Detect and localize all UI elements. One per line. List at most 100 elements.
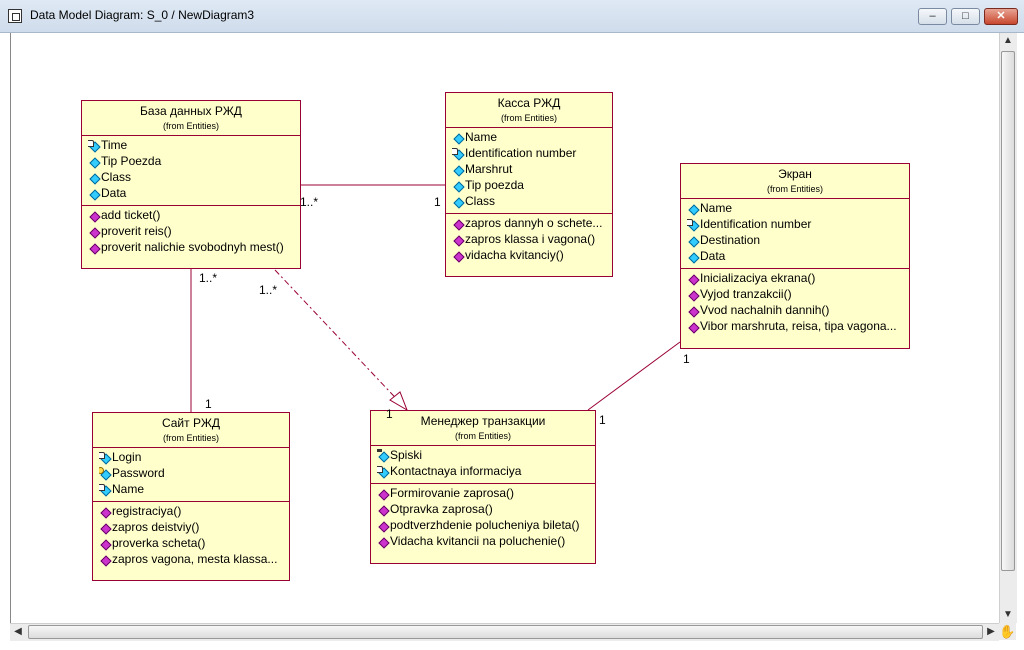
operation-row[interactable]: Formirovanie zaprosa() (377, 485, 595, 501)
attributes-section: Name Identification number Destination D… (681, 199, 909, 269)
scroll-right-icon[interactable]: ▶ (987, 626, 995, 637)
operations-section: add ticket() proverit reis() proverit na… (82, 206, 300, 259)
operation-row[interactable]: proverit nalichie svobodnyh mest() (88, 239, 300, 255)
public-operation-icon (99, 555, 112, 567)
public-operation-icon (377, 505, 390, 517)
class-name: Касса РЖД (497, 96, 561, 110)
class-package: (from Entities) (162, 121, 219, 131)
multiplicity-label: 1 (599, 413, 606, 427)
operation-row[interactable]: Vibor marshruta, reisa, tipa vagona... (687, 318, 909, 334)
attribute-row[interactable]: Spiski (377, 447, 595, 463)
class-header: Экран (from Entities) (681, 164, 909, 199)
key-attribute-icon (99, 466, 112, 481)
class-baza-dannyh[interactable]: База данных РЖД (from Entities) Time Tip… (81, 100, 301, 269)
multiplicity-label: 1..* (300, 195, 319, 209)
operation-row[interactable]: Inicializaciya ekrana() (687, 270, 909, 286)
attribute-row[interactable]: Password (99, 465, 289, 481)
attribute-row[interactable]: Login (99, 449, 289, 465)
operation-row[interactable]: vidacha kvitanciy() (452, 247, 612, 263)
attributes-section: Login Password Name (93, 448, 289, 502)
operation-row[interactable]: proverit reis() (88, 223, 300, 239)
multiplicity-label: 1 (434, 195, 441, 209)
attribute-row[interactable]: Tip Poezda (88, 153, 300, 169)
operations-section: registraciya() zapros deistviy() proverk… (93, 502, 289, 571)
public-operation-icon (99, 523, 112, 535)
class-package: (from Entities) (500, 113, 557, 123)
public-attribute-icon (88, 189, 101, 201)
public-attribute-icon (452, 165, 465, 177)
operation-row[interactable]: Vvod nachalnih dannih() (687, 302, 909, 318)
attributes-section: Name Identification number Marshrut Tip … (446, 128, 612, 214)
multiplicity-label: 1 (386, 407, 393, 421)
class-header: Касса РЖД (from Entities) (446, 93, 612, 128)
private-attribute-icon (99, 483, 112, 497)
operation-row[interactable]: proverka scheta() (99, 535, 289, 551)
attribute-row[interactable]: Destination (687, 232, 909, 248)
attributes-section: Time Tip Poezda Class Data (82, 136, 300, 206)
class-kassa[interactable]: Касса РЖД (from Entities) Name Identific… (445, 92, 613, 277)
multiplicity-label: 1..* (259, 283, 278, 297)
public-attribute-icon (687, 236, 700, 248)
public-operation-icon (452, 219, 465, 231)
class-menedzher[interactable]: Менеджер транзакции (from Entities) Spis… (370, 410, 596, 564)
class-header: База данных РЖД (from Entities) (82, 101, 300, 136)
class-package: (from Entities) (766, 184, 823, 194)
attribute-row[interactable]: Data (88, 185, 300, 201)
class-ekran[interactable]: Экран (from Entities) Name Identificatio… (680, 163, 910, 349)
public-attribute-icon (88, 173, 101, 185)
public-attribute-icon (452, 197, 465, 209)
operation-row[interactable]: Vyjod tranzakcii() (687, 286, 909, 302)
public-operation-icon (687, 322, 700, 334)
operation-row[interactable]: podtverzhdenie polucheniya bileta() (377, 517, 595, 533)
minimize-button[interactable]: – (918, 8, 947, 25)
public-attribute-icon (88, 157, 101, 169)
operation-row[interactable]: zapros klassa i vagona() (452, 231, 612, 247)
operation-row[interactable]: registraciya() (99, 503, 289, 519)
diagram-window-icon[interactable] (8, 9, 22, 23)
attribute-row[interactable]: Identification number (687, 216, 909, 232)
scroll-down-icon[interactable]: ▼ (1003, 609, 1013, 620)
attribute-row[interactable]: Class (88, 169, 300, 185)
horizontal-scroll-thumb[interactable] (28, 625, 983, 639)
attribute-row[interactable]: Identification number (452, 145, 612, 161)
vertical-scrollbar[interactable]: ▲ ▼ (999, 33, 1017, 623)
private-attribute-icon (687, 218, 700, 232)
operation-row[interactable]: Vidacha kvitancii na poluchenie() (377, 533, 595, 549)
attribute-row[interactable]: Tip poezda (452, 177, 612, 193)
operation-row[interactable]: zapros deistviy() (99, 519, 289, 535)
maximize-button[interactable]: □ (951, 8, 980, 25)
attribute-row[interactable]: Class (452, 193, 612, 209)
operation-row[interactable]: Otpravka zaprosa() (377, 501, 595, 517)
vertical-scroll-thumb[interactable] (1001, 51, 1015, 571)
public-operation-icon (377, 521, 390, 533)
public-attribute-icon (452, 181, 465, 193)
scroll-left-icon[interactable]: ◀ (14, 626, 22, 637)
attribute-row[interactable]: Name (687, 200, 909, 216)
private-attribute-icon (99, 451, 112, 465)
hand-pan-icon[interactable]: ✋ (999, 623, 1016, 640)
scroll-up-icon[interactable]: ▲ (1003, 35, 1013, 46)
private-attribute-icon (377, 465, 390, 479)
title-bar[interactable]: Data Model Diagram: S_0 / NewDiagram3 – … (0, 0, 1024, 33)
class-header: Сайт РЖД (from Entities) (93, 413, 289, 448)
attribute-row[interactable]: Marshrut (452, 161, 612, 177)
attribute-row[interactable]: Data (687, 248, 909, 264)
baza-menedzher-dependency (274, 269, 408, 411)
class-sait[interactable]: Сайт РЖД (from Entities) Login Password … (92, 412, 290, 581)
horizontal-scrollbar[interactable]: ◀ ▶ (10, 623, 999, 641)
attribute-row[interactable]: Name (99, 481, 289, 497)
attribute-row[interactable]: Kontactnaya informaciya (377, 463, 595, 479)
attribute-row[interactable]: Time (88, 137, 300, 153)
attribute-row[interactable]: Name (452, 129, 612, 145)
class-name: Менеджер транзакции (420, 414, 546, 428)
public-operation-icon (452, 235, 465, 247)
operation-row[interactable]: add ticket() (88, 207, 300, 223)
class-name: База данных РЖД (140, 104, 242, 118)
close-button[interactable]: ✕ (984, 8, 1018, 25)
class-header: Менеджер транзакции (from Entities) (371, 411, 595, 446)
operation-row[interactable]: zapros vagona, mesta klassa... (99, 551, 289, 567)
public-operation-icon (88, 211, 101, 223)
operation-row[interactable]: zapros dannyh o schete... (452, 215, 612, 231)
